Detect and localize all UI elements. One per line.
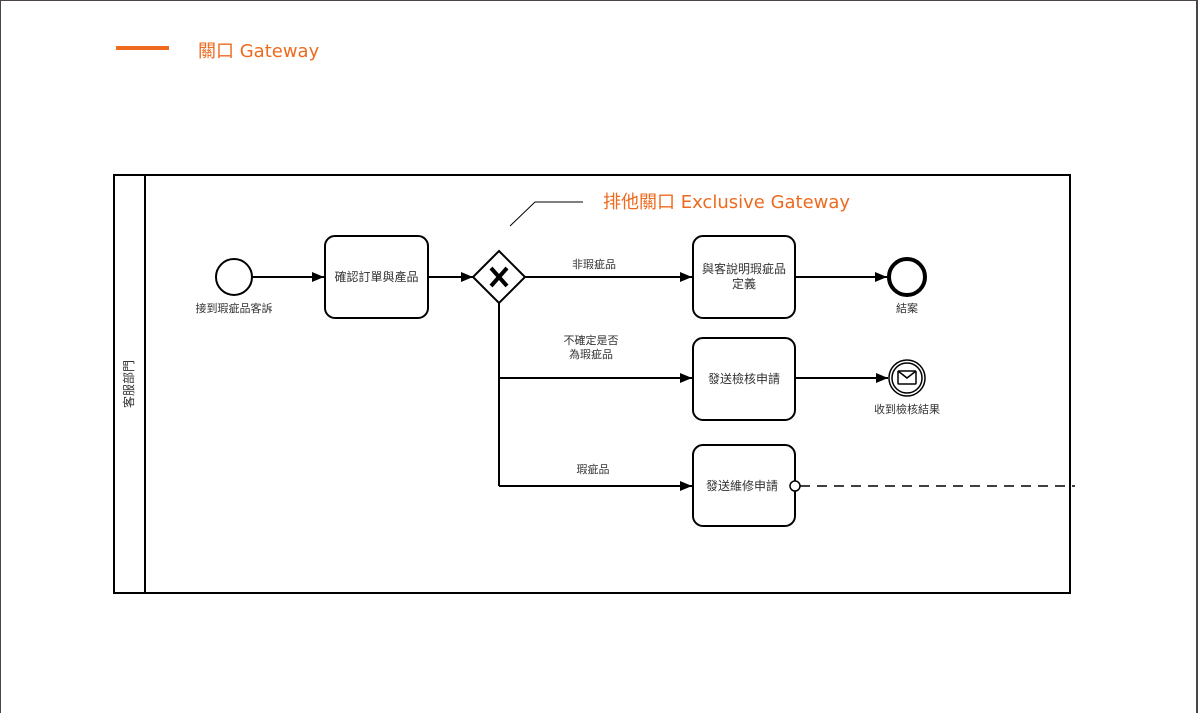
flow-defective-label: 瑕疵品 (577, 462, 610, 476)
start-event-label: 接到瑕疵品客訴 (196, 301, 273, 315)
lane-label: 客服部門 (121, 360, 136, 408)
task-send-inspection-label: 發送檢核申請 (708, 371, 780, 386)
annotation-connector (509, 201, 583, 227)
flow-uncertain-label-line1: 不確定是否 (564, 333, 619, 347)
annotation-text: 排他關口 Exclusive Gateway (603, 192, 850, 213)
end-event-label: 結案 (896, 301, 918, 315)
envelope-icon (897, 370, 917, 385)
task-explain-definition-label-line2: 定義 (732, 276, 756, 291)
gateway-x-icon (489, 266, 509, 288)
start-event[interactable] (215, 258, 253, 296)
flow-not-defective-label: 非瑕疵品 (572, 257, 616, 271)
flow-uncertain-label-line2: 為瑕疵品 (569, 347, 613, 361)
page-title: 關口 Gateway (198, 41, 320, 62)
message-flow-source-marker (789, 480, 801, 492)
task-confirm-order-label: 確認訂單與產品 (334, 269, 418, 284)
title-accent-bar (116, 46, 169, 50)
end-event[interactable] (887, 257, 927, 297)
pool[interactable] (113, 174, 1071, 594)
message-event-label: 收到檢核結果 (874, 402, 940, 416)
task-explain-definition-label-line1: 與客說明瑕疵品 (702, 261, 786, 276)
task-send-repair-label: 發送維修申請 (706, 478, 778, 493)
